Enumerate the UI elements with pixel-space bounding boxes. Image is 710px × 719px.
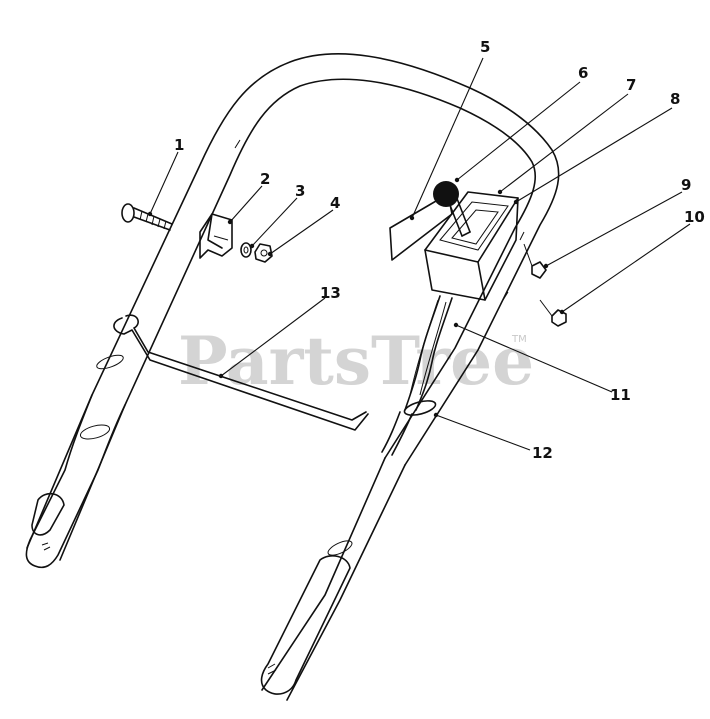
callout-13: 13 xyxy=(320,284,341,302)
part-11-cable xyxy=(381,295,453,456)
watermark-trademark: TM xyxy=(511,334,527,345)
part-6-lever xyxy=(433,181,471,237)
callout-9: 9 xyxy=(681,176,691,194)
part-10-nut xyxy=(539,299,567,327)
callout-2: 2 xyxy=(260,170,270,188)
callout-8: 8 xyxy=(670,90,680,108)
leaders xyxy=(147,57,691,451)
part-4-nut xyxy=(254,243,273,263)
callout-10: 10 xyxy=(684,208,705,226)
callout-1: 1 xyxy=(174,136,184,154)
handle-tube xyxy=(25,53,560,701)
part-3-washer xyxy=(240,242,252,258)
callout-6: 6 xyxy=(578,64,588,82)
watermark: PartsTree TM xyxy=(178,322,534,400)
callout-5: 5 xyxy=(480,38,490,56)
part-9-screw xyxy=(523,243,547,279)
callout-3: 3 xyxy=(295,182,305,200)
part-2-bracket xyxy=(199,213,233,259)
part-1-bolt xyxy=(121,203,173,231)
watermark-text: PartsTree xyxy=(178,322,534,400)
callout-11: 11 xyxy=(610,386,631,404)
part-13-rod xyxy=(113,314,369,431)
callout-4: 4 xyxy=(330,194,340,212)
callout-7: 7 xyxy=(626,76,636,94)
callout-12: 12 xyxy=(532,444,553,462)
callout-labels: 1 2 3 4 5 6 7 8 9 10 11 12 13 xyxy=(174,38,705,462)
control-box xyxy=(424,191,519,301)
